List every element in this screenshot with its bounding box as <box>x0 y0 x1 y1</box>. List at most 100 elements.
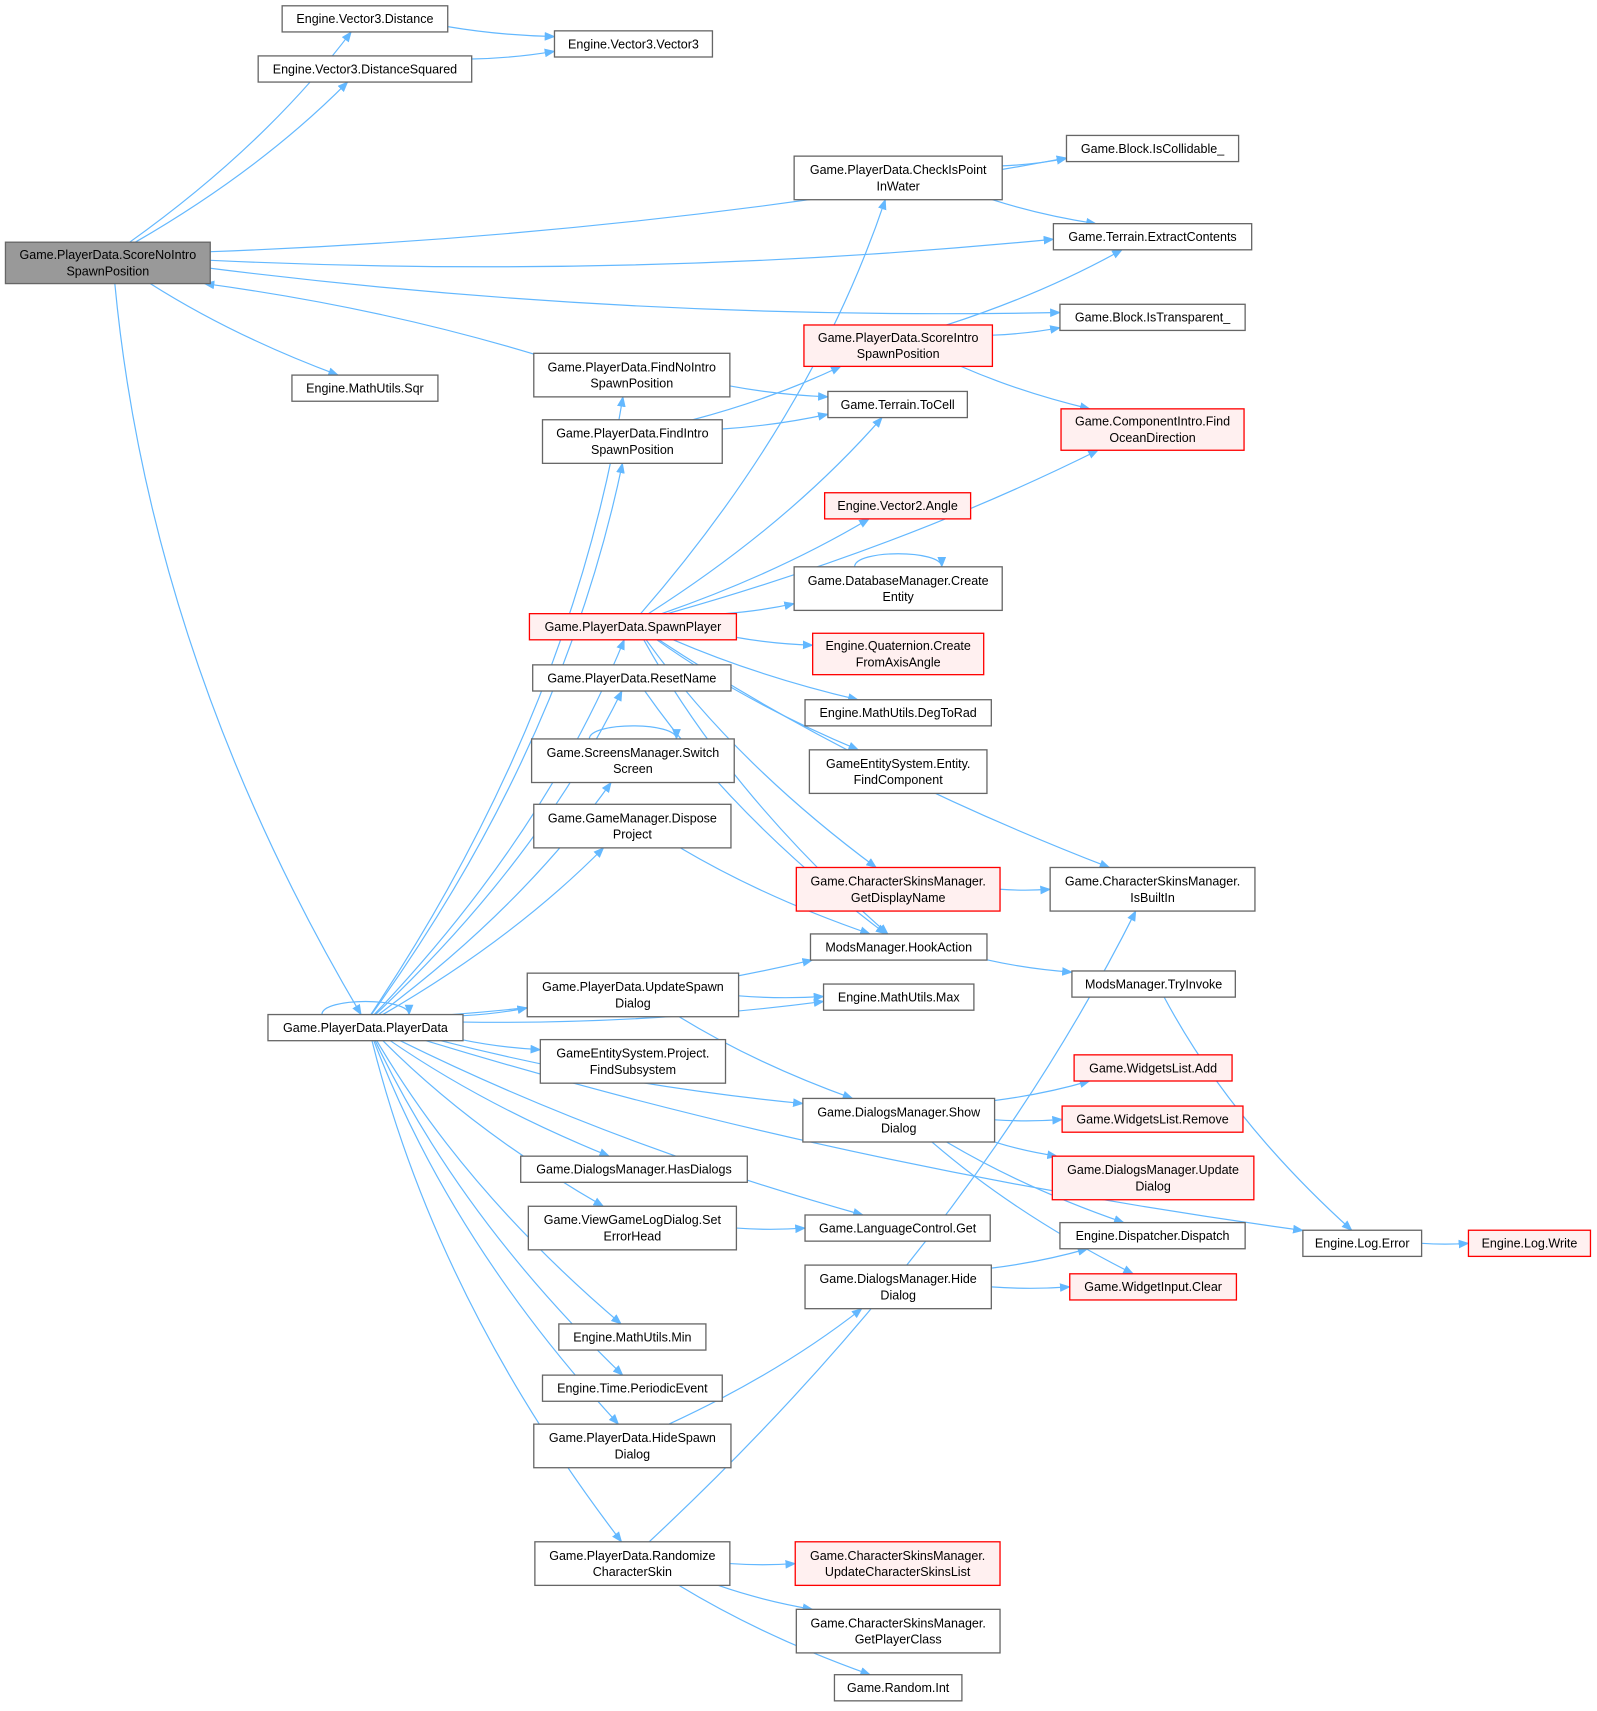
node-scoreNoIntro[interactable]: Game.PlayerData.ScoreNoIntroSpawnPositio… <box>4 241 211 285</box>
node-langGet[interactable]: Game.LanguageControl.Get <box>804 1214 991 1242</box>
node-max[interactable]: Engine.MathUtils.Max <box>822 983 975 1011</box>
edge-playerData-to-findNoIntro <box>370 395 626 1015</box>
node-box <box>1071 970 1236 998</box>
node-box <box>812 632 985 676</box>
node-box <box>257 55 473 83</box>
node-box <box>527 1205 738 1251</box>
node-label: Dialog <box>1135 1179 1171 1193</box>
node-box <box>804 1214 991 1242</box>
node-degToRad[interactable]: Engine.MathUtils.DegToRad <box>804 699 992 727</box>
node-label: Game.DialogsManager.Hide <box>820 1272 977 1286</box>
node-box <box>802 1097 996 1143</box>
edge-v3distsq-to-v3 <box>471 48 556 60</box>
node-label: Game.CharacterSkinsManager. <box>811 1616 986 1630</box>
node-label: Game.CharacterSkinsManager. <box>810 1549 985 1563</box>
node-isBuiltIn[interactable]: Game.CharacterSkinsManager.IsBuiltIn <box>1049 866 1256 912</box>
node-hookAction[interactable]: ModsManager.HookAction <box>809 933 988 961</box>
node-box <box>1302 1229 1423 1258</box>
edge-spawnPlayer-to-checkWater <box>640 198 887 615</box>
node-wlAdd[interactable]: Game.WidgetsList.Add <box>1073 1054 1233 1082</box>
node-sqr[interactable]: Engine.MathUtils.Sqr <box>291 374 439 402</box>
node-v3distsq[interactable]: Engine.Vector3.DistanceSquared <box>257 55 473 83</box>
node-wlRemove[interactable]: Game.WidgetsList.Remove <box>1061 1105 1244 1133</box>
node-v3dist[interactable]: Engine.Vector3.Distance <box>281 5 449 33</box>
node-label: Game.WidgetInput.Clear <box>1084 1280 1222 1294</box>
node-updateSkins[interactable]: Game.CharacterSkinsManager. UpdateCharact… <box>794 1541 1001 1587</box>
edge-v3dist-to-v3 <box>447 26 556 41</box>
node-isCollidable[interactable]: Game.Block.IsCollidable_ <box>1065 134 1240 163</box>
node-label: UpdateCharacterSkinsList <box>825 1565 971 1579</box>
edge-checkWater-to-isCollidable <box>1002 156 1068 167</box>
node-box <box>281 5 449 33</box>
node-label: Game.DialogsManager.Show <box>817 1105 981 1119</box>
node-box <box>1052 223 1253 251</box>
node-playerData[interactable]: Game.PlayerData.PlayerData <box>267 1013 464 1042</box>
node-box <box>1069 1273 1238 1301</box>
node-hasDialogs[interactable]: Game.DialogsManager.HasDialogs <box>520 1155 748 1183</box>
node-box <box>291 374 439 402</box>
node-getDisplayName[interactable]: Game.CharacterSkinsManager.GetDisplayNam… <box>795 866 1001 912</box>
node-tryInvoke[interactable]: ModsManager.TryInvoke <box>1071 970 1236 998</box>
edge-spawnPlayer-to-findComponent <box>656 639 860 751</box>
node-wiClear[interactable]: Game.WidgetInput.Clear <box>1069 1273 1238 1301</box>
node-spawnPlayer[interactable]: Game.PlayerData.SpawnPlayer <box>528 613 738 641</box>
node-box <box>1051 1155 1255 1201</box>
node-findComponent[interactable]: GameEntitySystem.Entity.FindComponent <box>808 749 988 795</box>
node-label: ModsManager.HookAction <box>825 940 972 954</box>
node-logError[interactable]: Engine.Log.Error <box>1302 1229 1423 1258</box>
node-label: Game.GameManager.Dispose <box>548 811 717 825</box>
edge-playerData-to-updateSpawn <box>462 1005 529 1017</box>
node-box <box>541 419 723 464</box>
node-box <box>808 749 988 795</box>
node-box <box>267 1013 464 1042</box>
node-periodic[interactable]: Engine.Time.PeriodicEvent <box>541 1374 723 1402</box>
node-isTransparent[interactable]: Game.Block.IsTransparent_ <box>1059 303 1246 332</box>
node-randomInt[interactable]: Game.Random.Int <box>833 1674 963 1702</box>
node-label: Dialog <box>881 1122 917 1136</box>
edge-spawnPlayer-to-v2angle <box>661 518 870 615</box>
node-min[interactable]: Engine.MathUtils.Min <box>558 1323 707 1351</box>
node-box <box>1467 1229 1592 1258</box>
node-extract[interactable]: Game.Terrain.ExtractContents <box>1052 223 1253 251</box>
node-dispatch[interactable]: Engine.Dispatcher.Dispatch <box>1059 1221 1246 1250</box>
node-v2angle[interactable]: Engine.Vector2.Angle <box>823 492 972 520</box>
node-findSubsystem[interactable]: GameEntitySystem.Project.FindSubsystem <box>539 1038 727 1084</box>
node-label: Engine.Quaternion.Create <box>825 639 970 653</box>
node-label: GameEntitySystem.Entity. <box>826 757 970 771</box>
node-resetName[interactable]: Game.PlayerData.ResetName <box>532 664 732 692</box>
edge-setErrorHead-to-langGet <box>736 1224 807 1234</box>
node-box <box>530 738 735 784</box>
edge-randomize-to-getPlayerClass <box>717 1584 814 1612</box>
node-label: Game.PlayerData.FindIntro <box>556 427 708 441</box>
edge-scoreNoIntro-to-isTransparent <box>210 267 1062 318</box>
node-logWrite[interactable]: Engine.Log.Write <box>1467 1229 1592 1258</box>
node-box <box>827 390 969 419</box>
node-getPlayerClass[interactable]: Game.CharacterSkinsManager.GetPlayerClas… <box>795 1608 1001 1654</box>
node-toCell[interactable]: Game.Terrain.ToCell <box>827 390 969 419</box>
node-box <box>1049 866 1256 912</box>
edge-scoreIntro-to-isTransparent <box>992 325 1062 336</box>
node-v3[interactable]: Engine.Vector3.Vector3 <box>553 30 714 58</box>
node-box <box>528 613 738 641</box>
node-label: ModsManager.TryInvoke <box>1085 977 1222 991</box>
edge-playerData-to-hasDialogs <box>389 1040 611 1157</box>
node-label: CharacterSkin <box>593 1565 672 1579</box>
node-box <box>823 492 972 520</box>
edge-findNoIntro-to-toCell <box>729 385 830 401</box>
